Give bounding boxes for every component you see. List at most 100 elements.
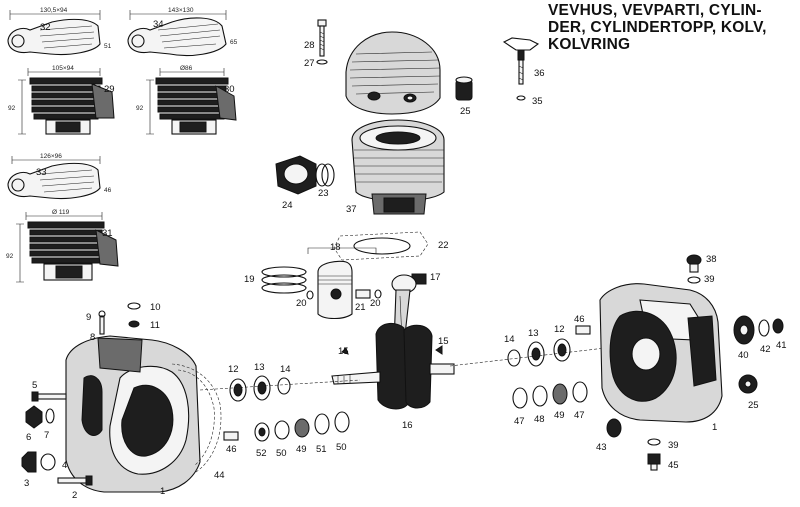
- label-10: 10: [150, 302, 161, 313]
- label-40: 40: [738, 350, 749, 361]
- label-17: 17: [430, 272, 441, 283]
- label-50-a: 50: [276, 448, 287, 459]
- label-25-top: 25: [460, 106, 471, 117]
- crankshaft-16: 17 16 15 15: [331, 272, 455, 431]
- label-46-left: 46: [226, 444, 237, 455]
- right-bearing-stack: 14 13 12 46 47 48 49 47: [504, 314, 591, 427]
- label-5: 5: [32, 380, 37, 391]
- label-8: 8: [90, 332, 95, 343]
- label-41: 41: [776, 340, 787, 351]
- label-35: 35: [532, 96, 543, 107]
- diagram-title: VEVHUS, VEVPARTI, CYLIN- DER, CYLINDERTO…: [548, 2, 798, 53]
- crank-axis-line: [199, 343, 641, 391]
- label-7: 7: [44, 430, 49, 441]
- label-38: 38: [706, 254, 717, 265]
- head-variant-34: 143×130 65 34: [127, 7, 238, 57]
- label-15-left: 15: [338, 346, 349, 357]
- label-16: 16: [402, 420, 413, 431]
- dim-92c: 92: [6, 253, 14, 260]
- label-1-left: 1: [160, 486, 165, 497]
- crankcase-right-1: 38 39 1: [599, 254, 723, 433]
- decompression-valve-36: 36 35: [502, 37, 545, 107]
- label-46-right: 46: [574, 314, 585, 325]
- dim-33: 126×96: [40, 153, 62, 160]
- title-line-2: DER, CYLINDERTOPP, KOLV,: [548, 19, 767, 36]
- dim-31w: Ø 119: [52, 209, 70, 216]
- exhaust-nut-24-23: 24 23: [275, 155, 335, 211]
- label-18: 18: [330, 242, 341, 253]
- dim-30w: Ø86: [180, 65, 193, 72]
- right-case-hardware: 40 42 41 25 43 39 45: [596, 315, 787, 471]
- head-variant-33: 126×96 46 33: [7, 153, 112, 200]
- dim-34: 143×130: [168, 7, 194, 14]
- left-bearing-stack: 12 13 14 46 52 50 49 51 50: [223, 362, 350, 459]
- label-52: 52: [256, 448, 267, 459]
- label-13-left: 13: [254, 362, 265, 373]
- label-19: 19: [244, 274, 255, 285]
- label-37: 37: [346, 204, 357, 215]
- dim-92b: 92: [136, 105, 144, 112]
- dim-51: 51: [104, 43, 112, 50]
- label-27: 27: [304, 58, 315, 69]
- label-45: 45: [668, 460, 679, 471]
- piston-group: 18 19 20 21 20: [244, 242, 382, 320]
- label-12-left: 12: [228, 364, 239, 375]
- label-14-right: 14: [504, 334, 515, 345]
- base-gasket-22: 22: [333, 231, 449, 261]
- label-47-b: 47: [574, 410, 585, 421]
- title-line-1: VEVHUS, VEVPARTI, CYLIN-: [548, 2, 762, 19]
- label-13-right: 13: [528, 328, 539, 339]
- label-30: 30: [224, 84, 235, 95]
- crankcase-left-1: 1 44: [65, 335, 225, 497]
- cylinder-variant-30: Ø86 92 30: [136, 65, 237, 135]
- label-47-a: 47: [514, 416, 525, 427]
- head-variant-32: 130,5×94 51 32: [7, 7, 112, 56]
- label-29: 29: [104, 84, 115, 95]
- dim-29w: 105×94: [52, 65, 74, 72]
- label-15-right: 15: [438, 336, 449, 347]
- label-39-top: 39: [704, 274, 715, 285]
- label-22: 22: [438, 240, 449, 251]
- dim-65: 65: [230, 39, 238, 46]
- label-32: 32: [40, 22, 51, 33]
- label-34: 34: [153, 19, 164, 30]
- spark-plug-seal-25: 25: [455, 76, 473, 117]
- dim-92a: 92: [8, 105, 16, 112]
- label-48: 48: [534, 414, 545, 425]
- cylinder-variant-29: 105×94 92 29: [8, 65, 115, 135]
- label-50-b: 50: [336, 442, 347, 453]
- cylinder-37: 37: [346, 119, 445, 215]
- label-31: 31: [102, 228, 113, 239]
- label-6: 6: [26, 432, 31, 443]
- dim-46: 46: [104, 187, 112, 194]
- label-49-left: 49: [296, 444, 307, 455]
- label-42: 42: [760, 344, 771, 355]
- label-1-right: 1: [712, 422, 717, 433]
- dim-32: 130,5×94: [40, 7, 68, 14]
- label-11: 11: [150, 320, 160, 331]
- head-bolt-28: 28 27: [304, 19, 328, 69]
- label-43: 43: [596, 442, 607, 453]
- label-25-right: 25: [748, 400, 759, 411]
- label-20-right: 20: [370, 298, 381, 309]
- label-2: 2: [72, 490, 77, 501]
- label-49-right: 49: [554, 410, 565, 421]
- cylinder-variant-31: Ø 119 92 31: [6, 209, 119, 283]
- label-9: 9: [86, 312, 91, 323]
- label-39-bottom: 39: [668, 440, 679, 451]
- label-21: 21: [355, 302, 366, 313]
- label-23: 23: [318, 188, 329, 199]
- label-24: 24: [282, 200, 293, 211]
- label-28: 28: [304, 40, 315, 51]
- cylinder-head: [345, 31, 441, 115]
- label-20-left: 20: [296, 298, 307, 309]
- label-36: 36: [534, 68, 545, 79]
- label-33: 33: [36, 167, 47, 178]
- label-14-left: 14: [280, 364, 291, 375]
- label-12-right: 12: [554, 324, 565, 335]
- label-44: 44: [214, 470, 225, 481]
- label-4: 4: [62, 460, 67, 471]
- label-51: 51: [316, 444, 327, 455]
- left-case-fasteners: 9 8 10 11 5 6 7 3 4 2: [21, 302, 161, 501]
